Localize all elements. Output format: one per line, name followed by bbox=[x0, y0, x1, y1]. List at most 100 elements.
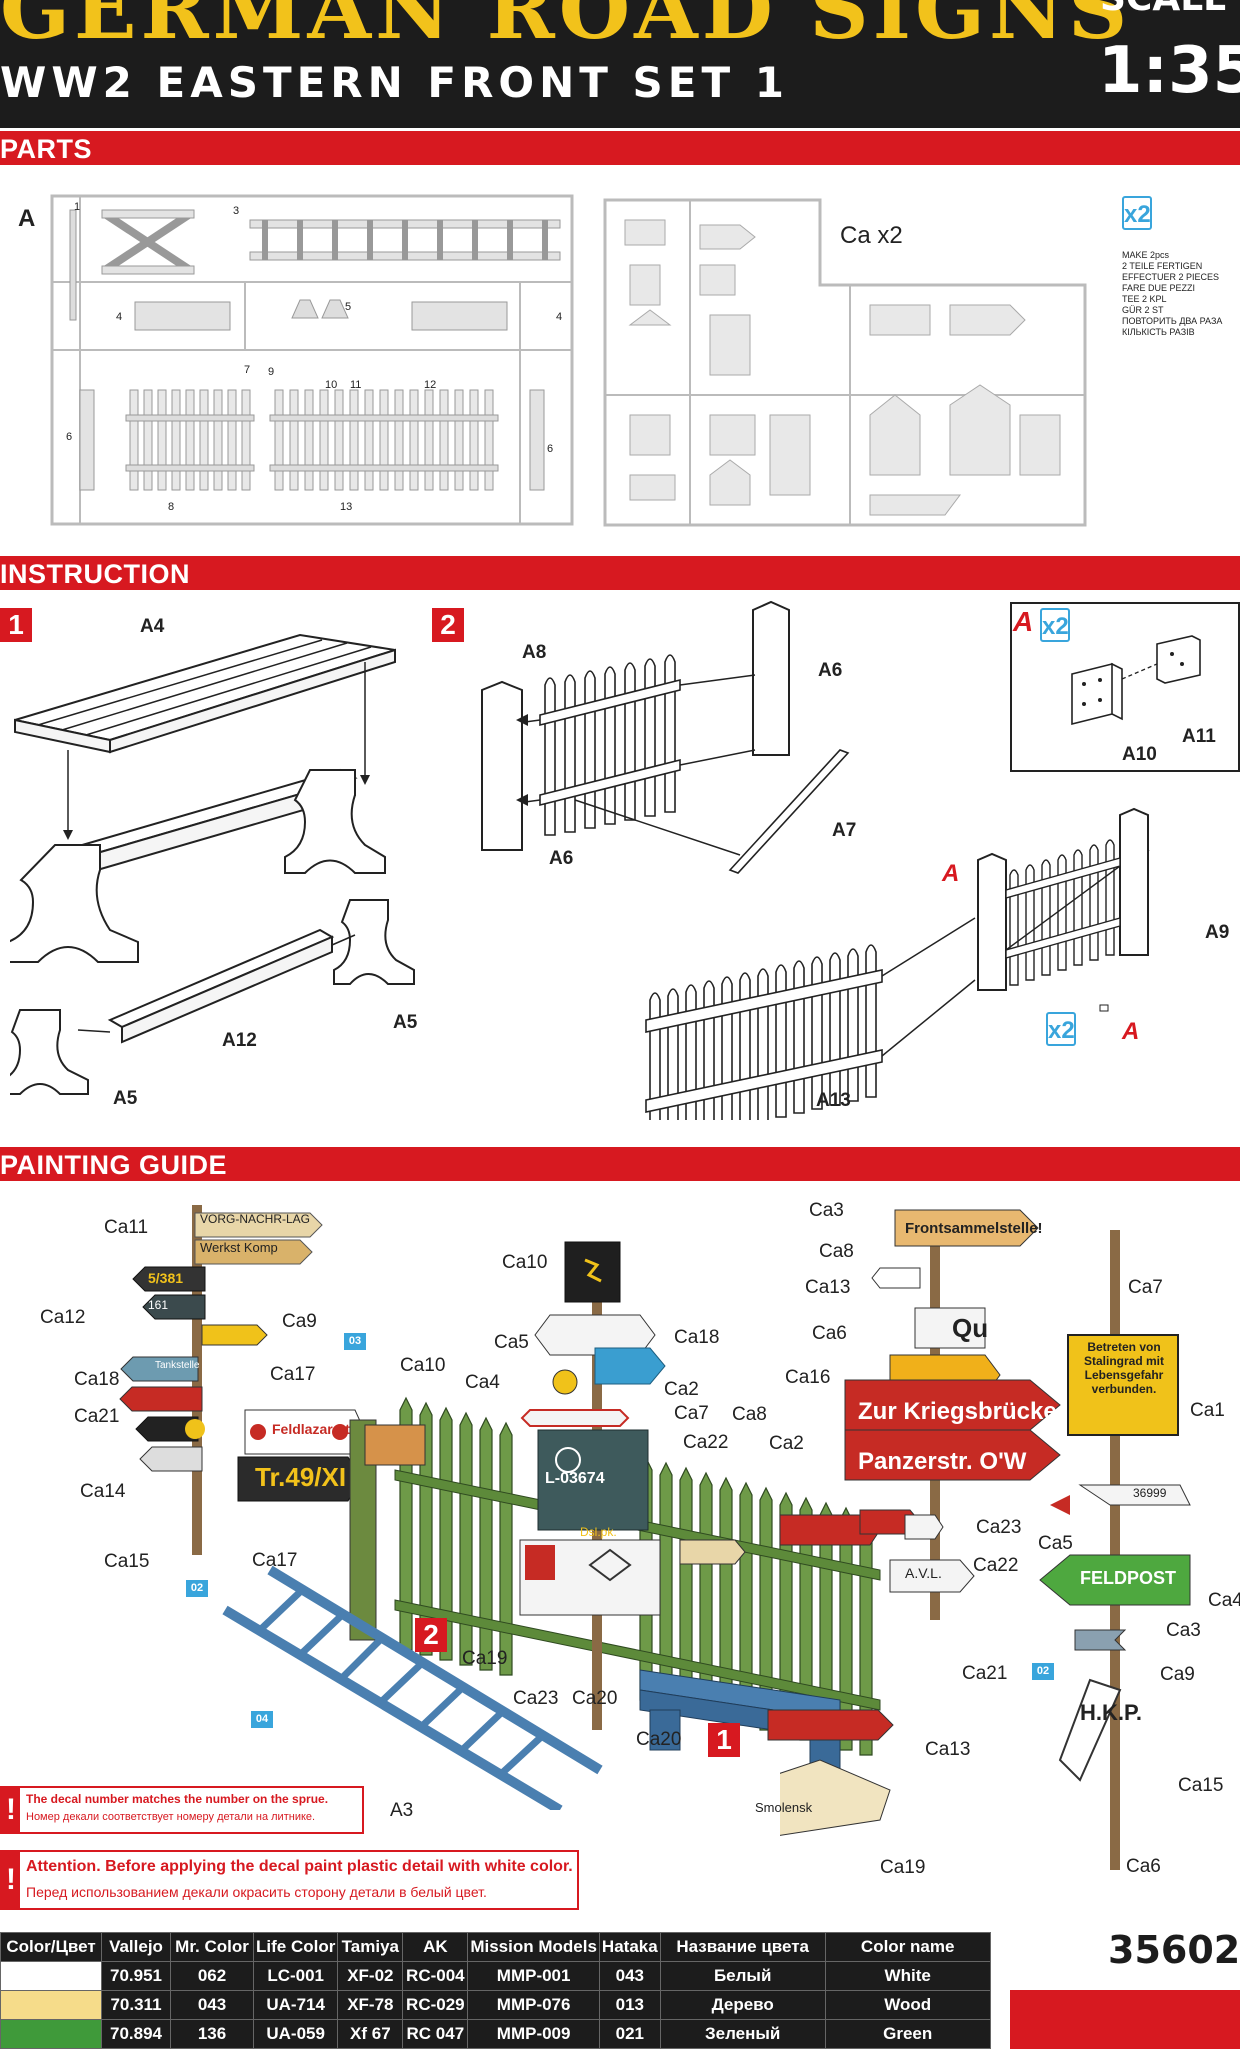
label-a5: A5 bbox=[393, 1012, 418, 1033]
sprue-a-number: 12 bbox=[424, 379, 436, 391]
table-row: 70.311 043 UA-714 XF-78 RC-029 MMP-076 0… bbox=[0, 1990, 991, 2020]
label-a-marker: A bbox=[942, 860, 960, 887]
callout-ca23: Ca23 bbox=[976, 1517, 1022, 1538]
table-cell: UA-714 bbox=[252, 1990, 339, 2020]
table-header-cell: Color/Цвет bbox=[0, 1932, 102, 1962]
label-a5: A5 bbox=[113, 1088, 138, 1109]
callout-ca7: Ca7 bbox=[1128, 1277, 1163, 1298]
paint-reference-table: Color/Цвет Vallejo Mr. Color Life Color … bbox=[0, 1932, 991, 2049]
sign-werkst: Werkst Komp bbox=[200, 1240, 278, 1255]
sign-161: 161 bbox=[148, 1298, 169, 1312]
callout-ca4: Ca4 bbox=[1208, 1590, 1240, 1611]
sprue-a-number: 8 bbox=[168, 501, 174, 513]
sprue-a-number: 3 bbox=[233, 205, 239, 217]
make-note-line: ПОВТОРИТЬ ДВА РАЗА bbox=[1122, 316, 1223, 326]
table-cell: 70.894 bbox=[101, 2019, 171, 2049]
scale-value: 1:35 bbox=[1098, 34, 1240, 108]
table-header-cell: Hataka bbox=[598, 1932, 661, 1962]
callout-ca15: Ca15 bbox=[1178, 1775, 1224, 1796]
table-header-cell: AK bbox=[402, 1932, 469, 1962]
callout-ca1: Ca1 bbox=[1190, 1400, 1225, 1421]
sign-tr49: Tr.49/XI bbox=[255, 1462, 347, 1492]
sign-feldpost: FELDPOST bbox=[1080, 1568, 1177, 1588]
sign-frontsammel: Frontsammelstelle! bbox=[905, 1220, 1043, 1237]
label-a6: A6 bbox=[818, 660, 843, 681]
table-cell: 136 bbox=[170, 2019, 254, 2049]
product-code: 35602 bbox=[1108, 1928, 1240, 1972]
callout-ca13: Ca13 bbox=[805, 1277, 851, 1298]
callout-ca20: Ca20 bbox=[636, 1729, 682, 1750]
decal-paint-warning: ! Attention. Before applying the decal p… bbox=[0, 1850, 579, 1910]
callout-ca19: Ca19 bbox=[462, 1648, 508, 1669]
callout-ca22: Ca22 bbox=[683, 1432, 729, 1453]
table-header-cell: Tamiya bbox=[337, 1932, 404, 1962]
sign-zur-kriegsbruecke: Zur Kriegsbrücke bbox=[858, 1398, 1057, 1425]
make-note-line: FARE DUE PEZZI bbox=[1122, 283, 1196, 293]
callout-ca5: Ca5 bbox=[494, 1332, 529, 1353]
table-cell: 013 bbox=[598, 1990, 661, 2020]
sprue-a-number: 7 bbox=[244, 364, 250, 376]
sign-feldlazarett: Feldlazarett bbox=[272, 1421, 350, 1437]
inset-x2-badge: x2 bbox=[1040, 608, 1070, 642]
parts-section-band: PARTS bbox=[0, 131, 1240, 165]
sign-vorg: VORG-NACHR-LAG bbox=[200, 1212, 311, 1226]
instruction-section-title: INSTRUCTION bbox=[0, 559, 190, 589]
callout-ca12: Ca12 bbox=[40, 1307, 86, 1328]
callout-ca15: Ca15 bbox=[104, 1551, 150, 1572]
table-cell: RC-004 bbox=[402, 1961, 469, 1991]
callout-ca2: Ca2 bbox=[769, 1433, 804, 1454]
table-header-cell: Color name bbox=[824, 1932, 991, 1962]
table-cell: Белый bbox=[659, 1961, 826, 1991]
decal-paint-warning-ru: Перед использованием декали окрасить сто… bbox=[26, 1884, 487, 1900]
sprue-a-number: 6 bbox=[66, 431, 72, 443]
step-1-ref-badge: 1 bbox=[708, 1723, 740, 1757]
callout-ca19: Ca19 bbox=[880, 1857, 926, 1878]
sprue-a-number: 6 bbox=[547, 443, 553, 455]
table-header-cell: Mission Models bbox=[467, 1932, 600, 1962]
label-a7: A7 bbox=[832, 820, 857, 841]
table-cell: Green bbox=[824, 2019, 991, 2049]
step-2-badge: 2 bbox=[432, 608, 464, 642]
callout-ca5: Ca5 bbox=[1038, 1533, 1073, 1554]
table-cell: LC-001 bbox=[252, 1961, 339, 1991]
callout-ca3: Ca3 bbox=[1166, 1620, 1201, 1641]
table-cell: MMP-009 bbox=[467, 2019, 600, 2049]
table-cell: XF-78 bbox=[337, 1990, 404, 2020]
table-header-cell: Vallejo bbox=[101, 1932, 171, 1962]
table-cell: RC-029 bbox=[402, 1990, 469, 2020]
sprue-a-label: A bbox=[18, 205, 36, 232]
table-cell: XF-02 bbox=[337, 1961, 404, 1991]
color-tag: 02 bbox=[1032, 1663, 1054, 1680]
sprue-a-number: 5 bbox=[345, 301, 351, 313]
left-signpost-illustration bbox=[119, 1205, 366, 1555]
sprue-a-number: 10 bbox=[325, 379, 337, 391]
table-cell: MMP-001 bbox=[467, 1961, 600, 1991]
make-note-line: TEE 2 KPL bbox=[1122, 294, 1167, 304]
warning-icon: ! bbox=[2, 1788, 20, 1832]
sprue-a-number: 11 bbox=[350, 379, 361, 391]
table-row: 70.894 136 UA-059 Xf 67 RC 047 MMP-009 0… bbox=[0, 2019, 991, 2049]
sprue-a-number: 13 bbox=[340, 501, 352, 513]
callout-ca6: Ca6 bbox=[812, 1323, 847, 1344]
painting-guide-section-title: PAINTING GUIDE bbox=[0, 1150, 228, 1180]
step-2-x2-badge: x2 bbox=[1046, 1012, 1076, 1046]
sign-betreten: Betreten von Stalingrad mit Lebensgefahr… bbox=[1083, 1340, 1164, 1396]
sprue-a-number: 1 bbox=[74, 201, 80, 213]
table-header-cell: Life Color bbox=[252, 1932, 339, 1962]
callout-ca10: Ca10 bbox=[502, 1252, 548, 1273]
callout-ca14: Ca14 bbox=[80, 1481, 126, 1502]
label-a12: A12 bbox=[222, 1030, 257, 1051]
label-a4: A4 bbox=[140, 616, 165, 637]
make-note-line: GÜR 2 ST bbox=[1122, 305, 1164, 315]
step-2-ref-badge: 2 bbox=[415, 1618, 447, 1652]
callout-ca8: Ca8 bbox=[732, 1404, 767, 1425]
callout-ca22: Ca22 bbox=[973, 1555, 1019, 1576]
table-header-cell: Название цвета bbox=[659, 1932, 826, 1962]
callout-ca6: Ca6 bbox=[1126, 1856, 1161, 1877]
color-tag: 02 bbox=[186, 1580, 208, 1597]
sprue-a-number: 9 bbox=[268, 366, 274, 378]
callout-ca10: Ca10 bbox=[400, 1355, 446, 1376]
inset-a10-a11: A x2 A10 A11 bbox=[1010, 602, 1240, 772]
sign-avl: A.V.L. bbox=[905, 1565, 942, 1581]
label-a-marker: A bbox=[1122, 1018, 1140, 1045]
